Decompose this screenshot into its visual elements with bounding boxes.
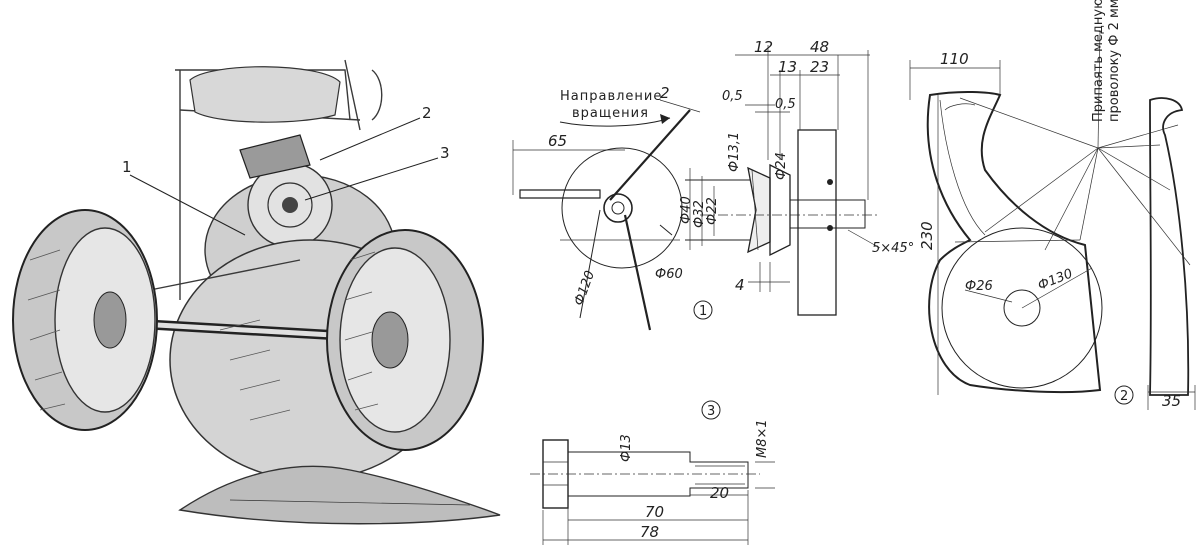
dim-78: 78	[640, 523, 659, 541]
view-1: Направление вращения 2 65 Ф120 Ф60 Ф40 Ф…	[512, 38, 914, 331]
dim-13: 13	[778, 58, 797, 76]
dim-chamfer: 5×45°	[872, 241, 914, 256]
callout-3: 3	[440, 144, 450, 162]
solder-note-line2: проволоку Ф 2 мм	[1107, 0, 1122, 122]
dim-05a: 0,5	[722, 89, 743, 104]
dim-65: 65	[548, 132, 567, 150]
solder-note-line1: Припаять медную	[1091, 0, 1106, 122]
dim-phi130: Ф130	[1036, 266, 1075, 293]
view-number-1: 1	[699, 304, 707, 319]
dim-4: 4	[735, 276, 745, 294]
dim-m8: М8×1	[755, 419, 770, 458]
view-number-2: 2	[1120, 389, 1128, 404]
dim-phi26: Ф26	[965, 279, 993, 294]
dim-phi120: Ф120	[572, 269, 598, 308]
dim-12: 12	[754, 38, 773, 56]
dim-phi13: Ф13	[619, 434, 634, 462]
dim-phi60: Ф60	[655, 267, 683, 282]
dim-70: 70	[645, 503, 664, 521]
dim-23: 23	[810, 58, 829, 76]
dim-phi24: Ф24	[774, 152, 789, 180]
dim-phi131: Ф13,1	[727, 132, 742, 172]
dim-2: 2	[660, 84, 670, 102]
rotation-label-line2: вращения	[572, 106, 649, 121]
rotation-label-line1: Направление	[560, 89, 662, 104]
dim-05b: 0,5	[775, 97, 796, 112]
callout-2: 2	[422, 104, 432, 122]
dim-110: 110	[940, 50, 969, 68]
dim-phi22: Ф22	[705, 197, 720, 225]
assembly-illustration: 1 2 3	[12, 59, 501, 525]
view-3: 3 Ф13 М8×1 20 70 78	[530, 400, 775, 545]
dim-48: 48	[810, 38, 829, 56]
dim-20: 20	[710, 484, 729, 502]
dim-phi40: Ф40	[679, 196, 694, 224]
view-2: 110 Ф26 Ф130 230 Припаять медную проволо…	[909, 0, 1196, 410]
callout-1: 1	[122, 158, 132, 176]
dim-phi32: Ф32	[692, 200, 707, 228]
dim-230: 230	[918, 221, 936, 250]
dim-35: 35	[1162, 392, 1181, 410]
view-number-3: 3	[707, 404, 715, 419]
